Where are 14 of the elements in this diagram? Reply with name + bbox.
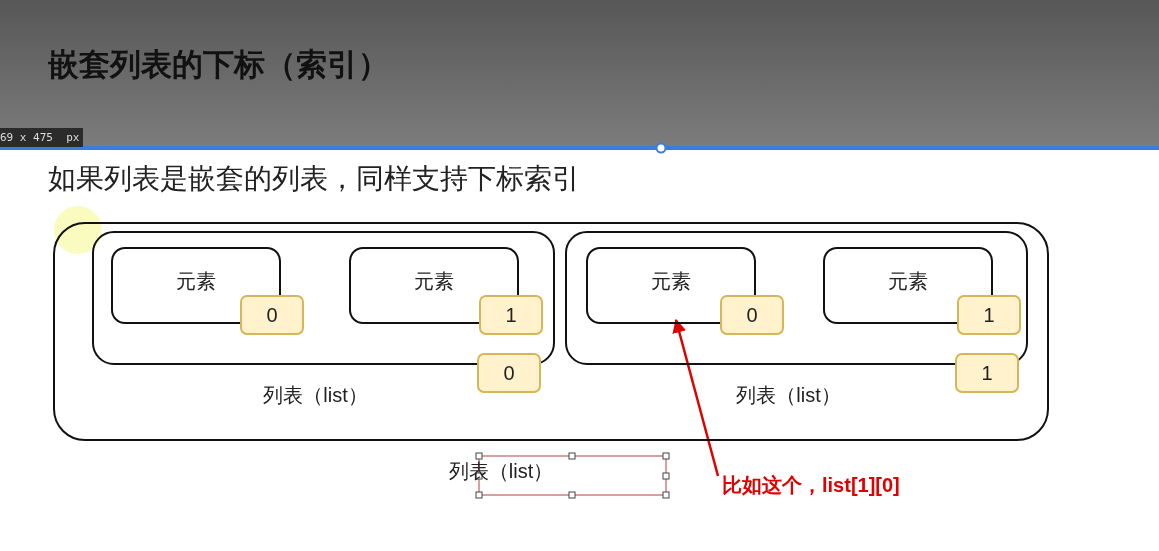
index-badge: 1 <box>479 295 543 335</box>
slide-title: 嵌套列表的下标（索引） <box>48 46 389 84</box>
list-caption: 列表（list） <box>448 459 554 484</box>
index-badge: 1 <box>955 353 1019 393</box>
index-badge: 0 <box>477 353 541 393</box>
list-caption: 列表（list） <box>736 383 841 408</box>
annotation-note: 比如这个，list[1][0] <box>722 470 942 500</box>
index-badge: 0 <box>720 295 784 335</box>
list-caption: 列表（list） <box>263 383 368 408</box>
index-badge: 1 <box>957 295 1021 335</box>
subtitle: 如果列表是嵌套的列表，同样支持下标索引 <box>48 162 580 196</box>
pointer-arrow <box>672 318 720 477</box>
size-tooltip: 69 x 475 px <box>0 128 84 147</box>
index-badge: 0 <box>240 295 304 335</box>
